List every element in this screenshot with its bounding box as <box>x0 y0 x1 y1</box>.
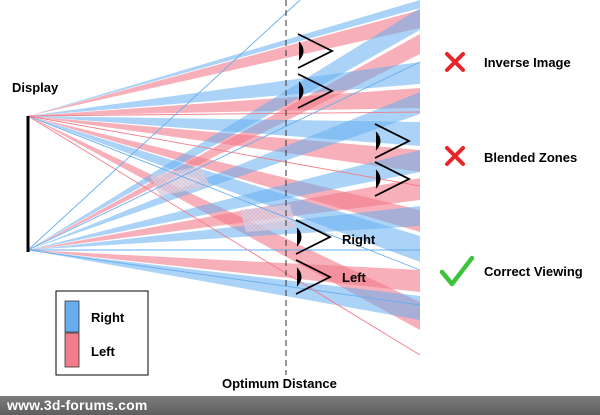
ray <box>27 115 421 187</box>
right-zone-9 <box>28 250 420 320</box>
legend-right-label: Right <box>91 310 125 325</box>
footer-bar: www.3d-forums.com <box>0 396 600 415</box>
blended-region-1 <box>150 166 210 196</box>
ray <box>27 249 421 306</box>
right-zone-8 <box>28 206 420 250</box>
legend: Right Left <box>55 290 149 376</box>
right-zones <box>28 0 420 320</box>
eye-icon <box>297 33 335 69</box>
right-zone-7 <box>28 150 420 250</box>
eye-right-label: Right <box>342 232 376 247</box>
ray <box>27 61 421 251</box>
legend-left-label: Left <box>91 344 116 359</box>
eye-icon <box>374 161 412 197</box>
red-cross-icon <box>445 146 465 166</box>
thin-rays <box>27 0 421 356</box>
green-checkmark-icon <box>439 255 475 287</box>
eye-icon <box>295 259 333 295</box>
left-zone-7 <box>28 178 420 250</box>
red-cross-icon <box>445 52 465 72</box>
ray <box>27 111 421 117</box>
right-zone-1 <box>28 0 420 116</box>
optimum-distance-label: Optimum Distance <box>222 376 337 391</box>
display-label: Display <box>12 80 59 95</box>
left-zone-1 <box>28 10 420 116</box>
inverse-image-label: Inverse Image <box>484 55 571 70</box>
ray <box>27 115 421 271</box>
right-zone-6 <box>28 92 420 250</box>
ray <box>27 115 421 356</box>
site-url: www.3d-forums.com <box>7 397 148 413</box>
legend-swatch-right <box>64 300 80 333</box>
blended-regions <box>150 166 296 232</box>
eye-icon <box>297 73 335 109</box>
eye-left-label: Left <box>342 270 367 285</box>
blended-zones-label: Blended Zones <box>484 150 577 165</box>
ray <box>27 0 301 251</box>
right-zone-5 <box>28 8 420 250</box>
blended-region-2 <box>240 204 296 232</box>
legend-swatch-left <box>64 332 80 368</box>
correct-viewing-label: Correct Viewing <box>484 264 583 279</box>
eye-icon <box>295 219 333 255</box>
eye-icon <box>374 123 412 159</box>
